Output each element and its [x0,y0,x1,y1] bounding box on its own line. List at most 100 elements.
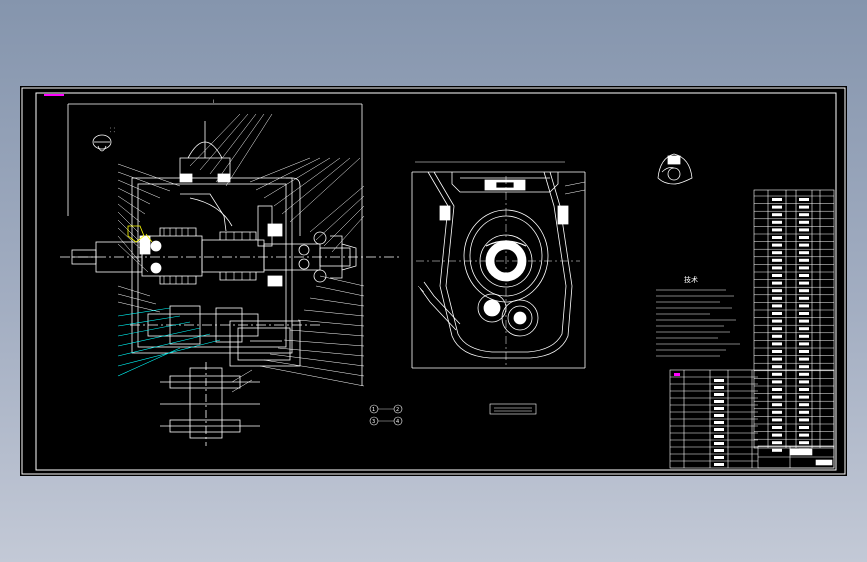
inner-frame [35,92,837,471]
title-cell-text [714,407,724,410]
dimension-label: I [213,99,214,104]
table-cell-text [799,426,809,429]
table-cell-text [772,357,782,361]
technical-notes: 技术 [656,275,740,357]
table-cell-text [799,342,809,346]
callout-number: 2 [396,407,399,413]
callout-number: 3 [372,419,375,425]
table-cell-text [799,312,809,315]
table-cell-text [799,228,809,232]
table-cell-text [799,274,809,277]
table-cell-text [772,418,782,422]
table-cell-text [772,342,782,346]
table-cell-text [772,372,782,376]
title-cell-text [714,442,724,445]
title-cell-text [714,435,724,438]
table-cell-text [772,251,782,255]
highlight-marks [127,225,153,243]
frame-mark [44,94,64,96]
title-cell-text [714,463,724,466]
table-cell-text [799,296,809,300]
svg-text:⸬: ⸬ [110,127,115,134]
table-cell-text [799,418,809,422]
drawing-sheet[interactable]: I ⸬ [20,86,847,476]
title-block-rows [670,376,758,466]
table-cell-text [799,365,809,369]
callout-number: 1 [372,407,375,413]
table-cell-text [799,266,809,270]
table-cell-text [772,228,782,232]
title-cell-text [714,386,724,389]
table-cell-text [772,220,782,224]
table-cell-text [772,448,782,452]
table-cell-text [799,220,809,224]
table-cell-text [772,243,782,247]
table-cell-text [772,403,782,407]
table-cell-text [799,205,809,209]
table-cell-text [799,198,809,201]
title-cell-text [714,393,724,396]
title-block-mark [674,373,680,376]
parts-list-rows [754,195,834,452]
table-cell-text [772,281,782,285]
table-cell-text [772,312,782,315]
table-cell-text [799,213,809,217]
table-cell-text [799,327,809,331]
table-cell-text [772,198,782,201]
parts-list-table [753,189,835,449]
table-cell-text [799,334,809,338]
table-cell-text [799,433,809,437]
table-cell-text [772,274,782,277]
side-view [411,161,586,369]
section-view: I ⸬ [60,99,400,446]
table-cell-text [772,380,782,384]
table-cell-text [772,388,782,391]
leader-lines-cyan [117,307,221,377]
table-cell-text [772,441,782,445]
table-cell-text [799,236,809,239]
table-cell-text [799,243,809,247]
table-cell-text [772,236,782,239]
table-cell-text [799,388,809,391]
callout-group: 1 2 3 4 [369,403,537,426]
table-cell-text [799,304,809,308]
title-cell-text [714,456,724,459]
table-cell-text [799,258,809,262]
table-cell-text [799,281,809,285]
table-cell-text [772,433,782,437]
table-cell-text [772,296,782,300]
table-cell-text [772,289,782,293]
table-cell-text [772,213,782,217]
table-cell-text [772,304,782,308]
table-cell-text [772,258,782,262]
table-cell-text [799,350,809,353]
table-cell-text [772,334,782,338]
table-cell-text [799,372,809,376]
table-cell-text [799,319,809,323]
table-cell-text [799,441,809,445]
table-cell-text [772,266,782,270]
detail-view [657,153,693,185]
table-cell-text [772,365,782,369]
table-cell-text [772,327,782,331]
table-cell-text [772,395,782,399]
table-cell-text [772,426,782,429]
table-cell-text [799,403,809,407]
table-cell-text [799,410,809,414]
title-cell-text [714,379,724,382]
table-cell-text [799,380,809,384]
table-cell-text [799,395,809,399]
title-cell-text [714,400,724,403]
title-cell-text [714,421,724,424]
table-cell-text [799,289,809,293]
callout-number: 4 [396,419,399,425]
title-cell-text [714,414,724,417]
table-cell-text [772,410,782,414]
outer-frame [21,87,846,475]
cad-drawing-canvas[interactable]: I ⸬ [20,86,847,476]
notes-title: 技术 [684,275,698,284]
table-cell-text [799,251,809,255]
table-cell-text [799,357,809,361]
leader-lines-right [189,113,365,393]
table-cell-text [772,205,782,209]
